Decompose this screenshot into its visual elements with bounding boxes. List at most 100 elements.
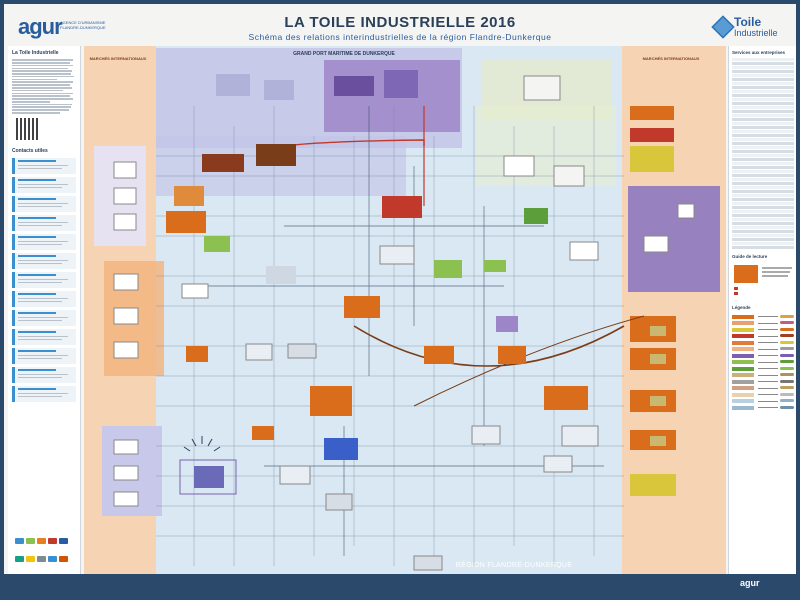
company-box [113, 491, 139, 507]
company-box [325, 493, 353, 511]
cube-icon [711, 15, 735, 39]
agur-logo-mark: agur [18, 14, 63, 39]
highlight-frame [179, 459, 237, 495]
intl-bar-2 [630, 128, 674, 142]
company-box [503, 155, 535, 177]
left-info-column: La Toile Industrielle Contacts utiles [8, 46, 81, 574]
company-boxes [113, 70, 695, 571]
company-box [113, 161, 137, 179]
agur-logo: agur AGENCE D'URBANISME FLANDRE-DUNKERQU… [18, 12, 108, 42]
qr-code[interactable] [16, 117, 38, 140]
services-table [729, 58, 796, 249]
company-box [384, 70, 418, 98]
company-box [643, 235, 669, 253]
poster: agur AGENCE D'URBANISME FLANDRE-DUNKERQU… [4, 4, 796, 574]
left-column-heading: La Toile Industrielle [12, 50, 59, 56]
intl-bar-1 [630, 106, 674, 120]
company-box [113, 439, 139, 455]
company-box [113, 341, 139, 359]
toile-logo-line2: Industrielle [734, 28, 778, 38]
yellow-box [650, 436, 666, 446]
company-box [523, 75, 561, 101]
partner-logos [14, 532, 74, 564]
company-box [344, 296, 380, 318]
company-box [194, 466, 224, 488]
brown-flow-2 [413, 315, 645, 407]
company-box [113, 307, 139, 325]
company-box [334, 76, 374, 96]
company-box [310, 386, 352, 416]
footer-band [0, 574, 800, 600]
company-box [471, 425, 501, 445]
company-box [264, 80, 294, 100]
poster-subtitle: Schéma des relations interindustrielles … [248, 32, 552, 42]
company-box [216, 74, 250, 96]
contact-card [12, 385, 76, 402]
contact-card [12, 252, 76, 269]
company-box [252, 426, 274, 440]
company-box [677, 203, 695, 219]
company-box [202, 154, 244, 172]
company-box [498, 346, 526, 364]
company-box [279, 465, 311, 485]
contact-card [12, 328, 76, 345]
yellow-box [650, 354, 666, 364]
contact-card [12, 195, 76, 212]
company-box [256, 144, 296, 166]
purple-international-box [628, 186, 720, 292]
company-box [186, 346, 208, 362]
contact-card [12, 233, 76, 250]
intro-text [12, 59, 76, 114]
company-box [553, 165, 585, 187]
contact-card [12, 366, 76, 383]
company-box [543, 455, 573, 473]
green-cluster-mid [476, 106, 616, 186]
brown-flow-1 [353, 325, 625, 367]
toile-logo-line1: Toile [734, 15, 762, 29]
yellow-box [650, 396, 666, 406]
company-box [496, 316, 518, 332]
company-box [544, 386, 588, 410]
company-box [413, 555, 443, 571]
right-info-column: Services aux entreprises Guide de lectur… [728, 46, 796, 574]
zone-label-region: RÉGION FLANDRE-DUNKERQUE [455, 562, 573, 569]
company-box [113, 187, 137, 205]
industrial-network-diagram [84, 46, 726, 574]
company-box [181, 283, 209, 299]
company-box [569, 241, 599, 261]
zone-label-port: GRAND PORT MARITIME DE DUNKERQUE [293, 51, 395, 57]
company-box [204, 236, 230, 252]
intl-bar-3 [630, 146, 674, 172]
company-box [245, 343, 273, 361]
guide-diagram [732, 263, 794, 299]
company-box [113, 213, 137, 231]
zone-label-international-right: MARCHÉS INTERNATIONAUX [642, 56, 700, 61]
burst-icon [183, 436, 221, 452]
company-box [166, 211, 206, 233]
legend-heading: Légende [732, 305, 751, 310]
company-box [561, 425, 599, 447]
company-box [484, 260, 506, 272]
company-box [434, 260, 462, 278]
contact-card [12, 290, 76, 307]
yellow-box [650, 326, 666, 336]
company-box [424, 346, 454, 364]
company-box [113, 273, 139, 291]
intl-bar-8 [630, 474, 676, 496]
contact-card [12, 157, 76, 174]
company-box [174, 186, 204, 206]
contact-card [12, 309, 76, 326]
guide-heading: Guide de lecture [732, 254, 768, 259]
company-box [324, 438, 358, 460]
toile-industrielle-logo: Toile Industrielle [711, 14, 792, 42]
contact-card [12, 176, 76, 193]
services-heading: Services aux entreprises [732, 50, 786, 55]
contacts-heading: Contacts utiles [12, 147, 48, 154]
legend-list [729, 314, 796, 410]
zone-label-international-left: MARCHÉS INTERNATIONAUX [89, 56, 147, 61]
contact-card [12, 347, 76, 364]
company-box [382, 196, 422, 218]
company-box [266, 266, 296, 284]
company-box [287, 343, 317, 359]
company-box [524, 208, 548, 224]
